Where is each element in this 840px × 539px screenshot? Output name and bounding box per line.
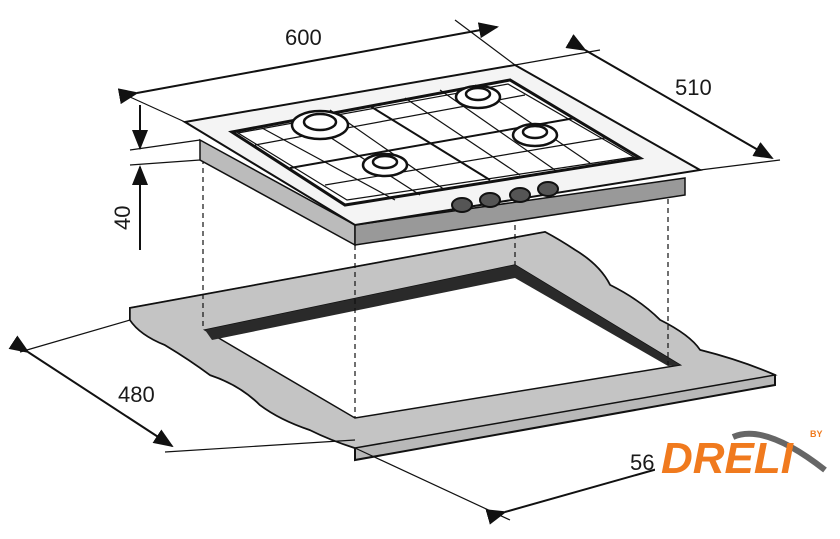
depth-label: 510 xyxy=(675,75,712,100)
projection-lines xyxy=(202,150,669,418)
cutout-depth-label: 480 xyxy=(118,382,155,407)
gas-hob xyxy=(182,63,703,247)
width-label: 600 xyxy=(285,25,322,50)
logo-text: DRELI xyxy=(661,434,794,483)
logo-graphic: DRELI BY xyxy=(661,429,827,483)
logo-by: BY xyxy=(810,429,823,439)
control-knobs xyxy=(451,181,559,213)
height-label: 40 xyxy=(110,206,135,230)
dreli-logo: DRELI BY xyxy=(655,415,835,485)
countertop xyxy=(129,230,778,462)
cutout-width-label: 56 xyxy=(630,450,654,475)
